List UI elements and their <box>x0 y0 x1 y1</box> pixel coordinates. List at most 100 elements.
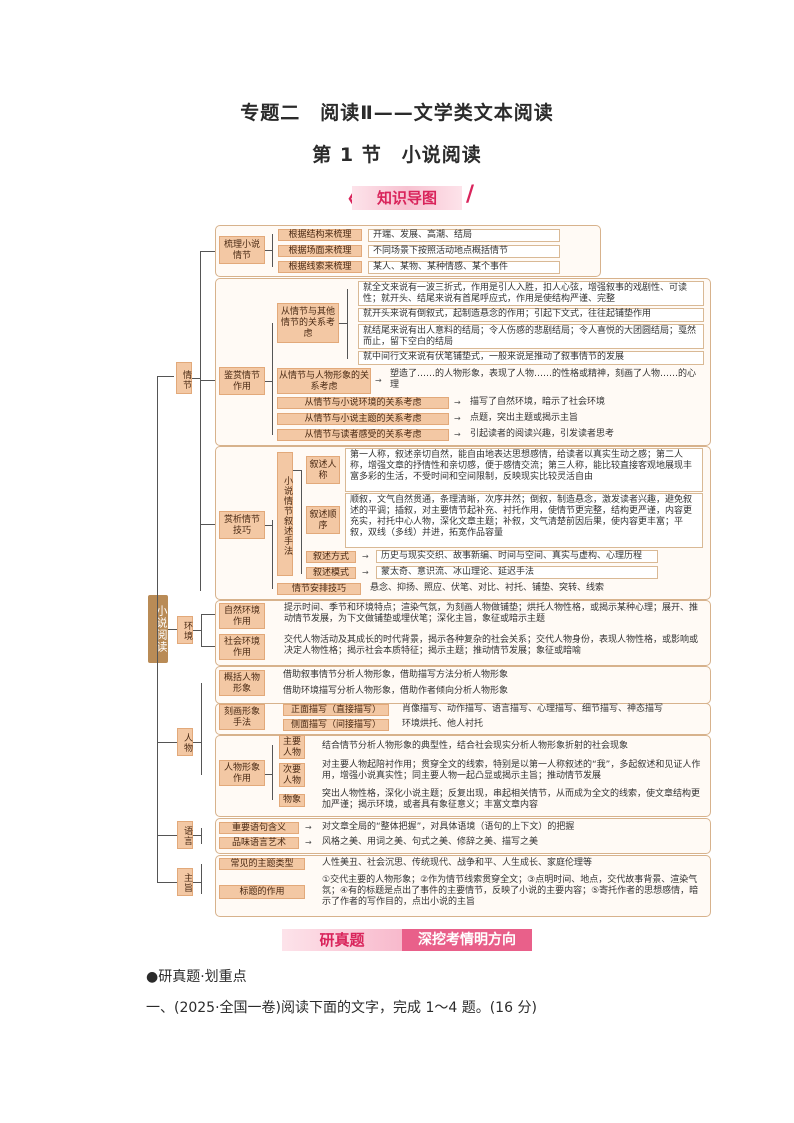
narration-node: 小说情节叙述手法 <box>277 452 293 576</box>
connector-line <box>265 381 272 382</box>
appreciation-text: 塑造了……的人物形象，表现了人物……的性格或精神，刻画了人物……的心理 <box>390 369 697 390</box>
setting-node: 环境 <box>177 616 193 644</box>
sort-value: 开端、发展、高潮、结局 <box>368 229 560 242</box>
connector-line <box>301 470 302 574</box>
sort-key: 根据结构来梳理 <box>278 229 362 241</box>
setting-group <box>215 600 711 666</box>
connector-line <box>201 614 215 615</box>
theme-value: 人性美丑、社会沉思、传统现代、战争和平、人生成长、家庭伦理等 <box>322 858 593 868</box>
arrow-icon: → <box>305 823 312 832</box>
appreciation-text: 就中间行文来说有伏笔铺垫式，一般来说是推动了叙事情节的发展 <box>358 351 704 365</box>
branch-line <box>168 629 177 630</box>
narration-key: 叙述方式 <box>306 551 356 563</box>
plot-sorting-node: 梳理小说情节 <box>219 236 265 264</box>
relation-value: 引起读者的阅读兴趣，引发读者思考 <box>470 429 615 439</box>
theme-node: 主旨 <box>177 868 193 896</box>
connector-line <box>339 323 347 324</box>
connector-line <box>193 630 201 631</box>
connector-line <box>265 525 272 526</box>
connector-line <box>201 864 202 894</box>
branch-line <box>157 376 174 377</box>
function-key: 次要人物 <box>279 763 305 787</box>
connector-line <box>201 646 215 647</box>
connector-line <box>200 251 215 252</box>
connector-line <box>193 742 201 743</box>
appreciation-text: 就开头来说有倒叙式，起制造悬念的作用；引起下文式，往往起铺垫作用 <box>358 308 704 322</box>
arrangement-key: 情节安排技巧 <box>277 583 361 595</box>
appreciation-text: 就结尾来说有出人意料的结局；令人伤感的悲剧结局；令人喜悦的大团圆结局；戛然而止，… <box>358 324 704 349</box>
connector-line <box>272 234 273 267</box>
theme-value: ①交代主要的人物形象；②作为情节线索贯穿全文；③点明时间、地点，交代故事背景、渲… <box>322 875 699 907</box>
sort-value: 某人、某物、某种情感、某个事件 <box>368 261 560 274</box>
arrangement-value: 悬念、抑扬、照应、伏笔、对比、衬托、铺垫、突转、线索 <box>370 583 605 593</box>
appreciation-text: 就全文来说有一波三折式，作用是引人入胜，扣人心弦，增强叙事的戏剧性、可读性；就开… <box>358 281 704 306</box>
arrow-icon: → <box>362 568 369 577</box>
arrow-icon: → <box>454 430 461 439</box>
page-title: 专题二 阅读Ⅱ——文学类文本阅读 <box>240 102 554 124</box>
function-value: 结合情节分析人物形象的典型性，结合社会现实分析人物形象折射的社会现象 <box>322 741 629 751</box>
function-key: 物象 <box>279 794 305 807</box>
function-node: 人物形象作用 <box>219 760 265 786</box>
summarize-node: 概括人物形象 <box>219 670 265 696</box>
trunk-line <box>157 376 158 882</box>
sort-value: 不同场景下按照活动地点概括情节 <box>368 245 560 258</box>
summarize-text: 借助叙事情节分析人物形象，借助描写方法分析人物形象 <box>283 670 509 680</box>
plot-appreciation-node: 鉴赏情节作用 <box>219 367 265 395</box>
portrayal-value: 肖像描写、动作描写、语言描写、心理描写、细节描写、神态描写 <box>402 704 664 714</box>
connector-line <box>272 520 273 589</box>
narration-value: 顺叙，文气自然贯通，条理清晰，次序井然；倒叙，制造悬念，激发读者兴趣，避免叙述的… <box>345 493 703 548</box>
connector-line <box>347 289 348 359</box>
section-bullet: ●研真题·划重点 <box>146 969 247 985</box>
setting-key: 自然环境作用 <box>219 603 265 629</box>
relation-key: 从情节与小说主题的关系考虑 <box>277 413 449 425</box>
summarize-text: 借助环境描写分析人物形象，借助作者倾向分析人物形象 <box>283 686 509 696</box>
connector-line <box>193 882 201 883</box>
narration-key: 叙述人称 <box>306 456 340 484</box>
setting-value: 交代人物活动及其成长的时代背景，揭示各种复杂的社会关系；交代人物身份，表现人物性… <box>284 635 699 656</box>
function-key: 主要人物 <box>279 735 305 759</box>
setting-value: 提示时间、季节和环境特点；渲染气氛，为刻画人物做铺垫；烘托人物性格，或揭示某种心… <box>284 603 699 624</box>
plot-technique-node: 赏析情节技巧 <box>219 511 265 539</box>
right-slash-icon: / <box>466 182 475 207</box>
knowledge-map-banner: 知识导图 <box>352 186 462 210</box>
portrayal-node: 刻画形象手法 <box>219 704 265 730</box>
language-key: 重要语句含义 <box>219 822 299 834</box>
sort-key: 根据场面来梳理 <box>278 245 362 257</box>
sub-node: 从情节与其他情节的关系考虑 <box>277 303 339 343</box>
narration-key: 叙述顺序 <box>306 506 340 534</box>
function-value: 突出人物性格，深化小说主题；反复出现，串起相关情节，从而成为全文的线索，使文章结… <box>322 789 701 810</box>
relation-value: 点题，突出主题或揭示主旨 <box>470 413 579 423</box>
arrow-icon: → <box>305 838 312 847</box>
relation-key: 从情节与小说环境的关系考虑 <box>277 397 449 409</box>
branch-line <box>157 835 177 836</box>
character-node: 人物 <box>177 728 193 756</box>
function-value: 对主要人物起陪衬作用；贯穿全文的线索，特别是以第一人称叙述的“我”，多起叙述和见… <box>322 760 701 781</box>
narration-key: 叙述模式 <box>306 567 356 579</box>
language-key: 品味语言艺术 <box>219 837 299 849</box>
language-node: 语言 <box>177 821 193 849</box>
arrow-icon: → <box>454 414 461 423</box>
research-banner: 研真题 深挖考情明方向 <box>282 929 544 951</box>
question-heading: 一、(2025·全国一卷)阅读下面的文字，完成 1～4 题。(16 分) <box>146 1000 537 1016</box>
theme-key: 常见的主题类型 <box>219 858 305 870</box>
setting-key: 社会环境作用 <box>219 634 265 660</box>
plot-node: 情节 <box>176 362 192 394</box>
relation-value: 描写了自然环境，暗示了社会环境 <box>470 397 606 407</box>
connector-line <box>272 745 273 800</box>
connector-line <box>293 470 301 471</box>
sub-node: 从情节与人物形象的关系考虑 <box>277 368 371 394</box>
connector-line <box>200 251 201 591</box>
language-value: 对文章全局的“整体把握”，对具体语境（语句的上下文）的把握 <box>322 822 575 832</box>
narration-value: 第一人称，叙述亲切自然，能自由地表达思想感情，给读者以真实生动之感；第二人称，增… <box>345 448 703 492</box>
research-banner-right: 深挖考情明方向 <box>402 929 532 951</box>
narration-value: 历史与现实交织、故事新编、时间与空间、真实与虚构、心理历程 <box>376 550 658 563</box>
page-subtitle: 第 1 节 小说阅读 <box>312 144 482 166</box>
arrow-icon: → <box>362 552 369 561</box>
portrayal-key: 正面描写（直接描写） <box>283 704 389 716</box>
sort-key: 根据线索来梳理 <box>278 261 362 273</box>
connector-line <box>201 828 202 844</box>
connector-line <box>193 835 201 836</box>
connector-line <box>265 774 272 775</box>
connector-line <box>192 378 200 379</box>
portrayal-key: 侧面描写（间接描写） <box>283 719 389 731</box>
